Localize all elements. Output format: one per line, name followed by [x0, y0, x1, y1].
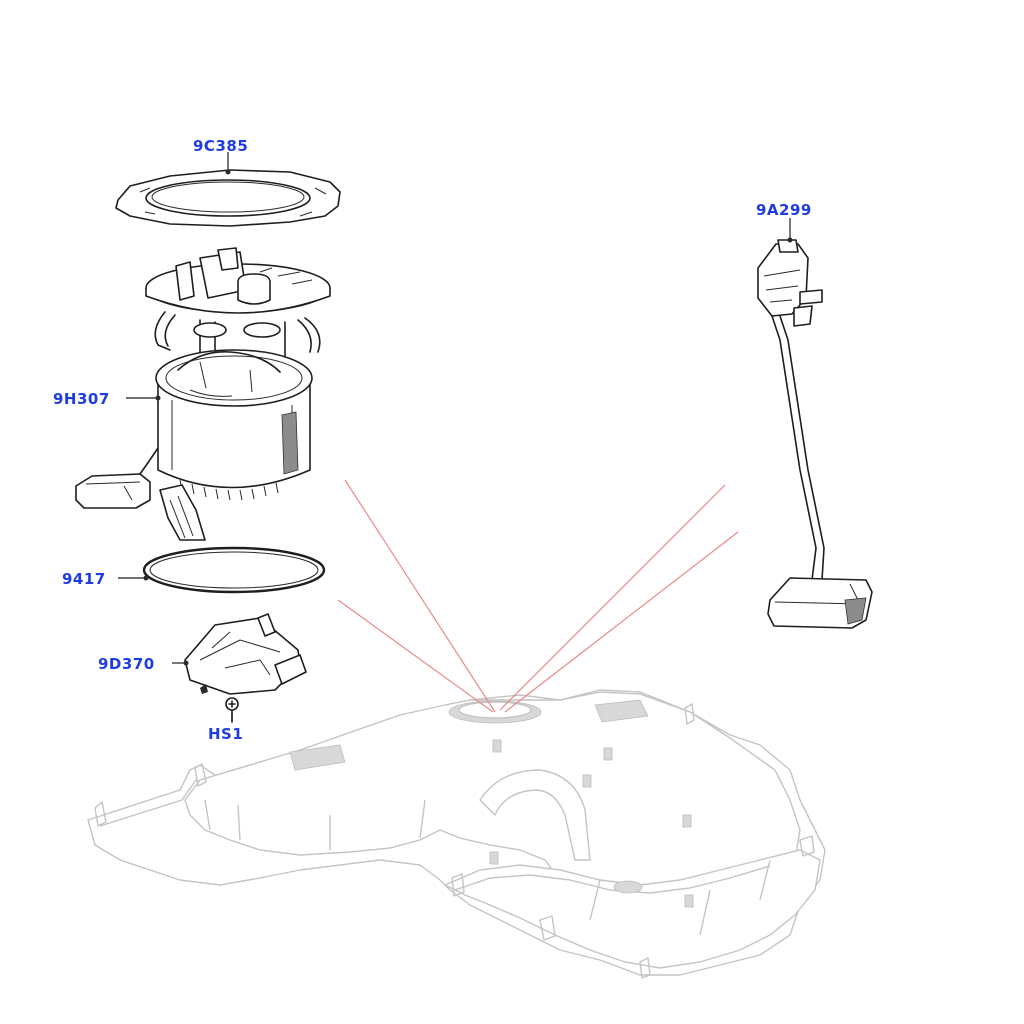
part-labels: 9C385 9A299 9H307 9417 9D370 HS1 — [53, 137, 812, 743]
label-9417: 9417 — [62, 570, 106, 588]
sender-unit-part — [757, 239, 873, 629]
label-hs1: HS1 — [208, 725, 243, 743]
label-9h307: 9H307 — [53, 390, 110, 408]
label-9d370: 9D370 — [98, 655, 155, 673]
label-9a299: 9A299 — [756, 201, 812, 219]
assembly-guide-lines — [337, 479, 739, 713]
pump-driver-module-part — [184, 613, 307, 723]
leader-lines — [118, 152, 793, 722]
fuel-pump-module-part — [75, 247, 331, 541]
o-ring-part — [142, 546, 326, 594]
label-9c385: 9C385 — [193, 137, 248, 155]
seal-gasket-part — [115, 169, 341, 227]
fuel-tank — [87, 689, 826, 979]
